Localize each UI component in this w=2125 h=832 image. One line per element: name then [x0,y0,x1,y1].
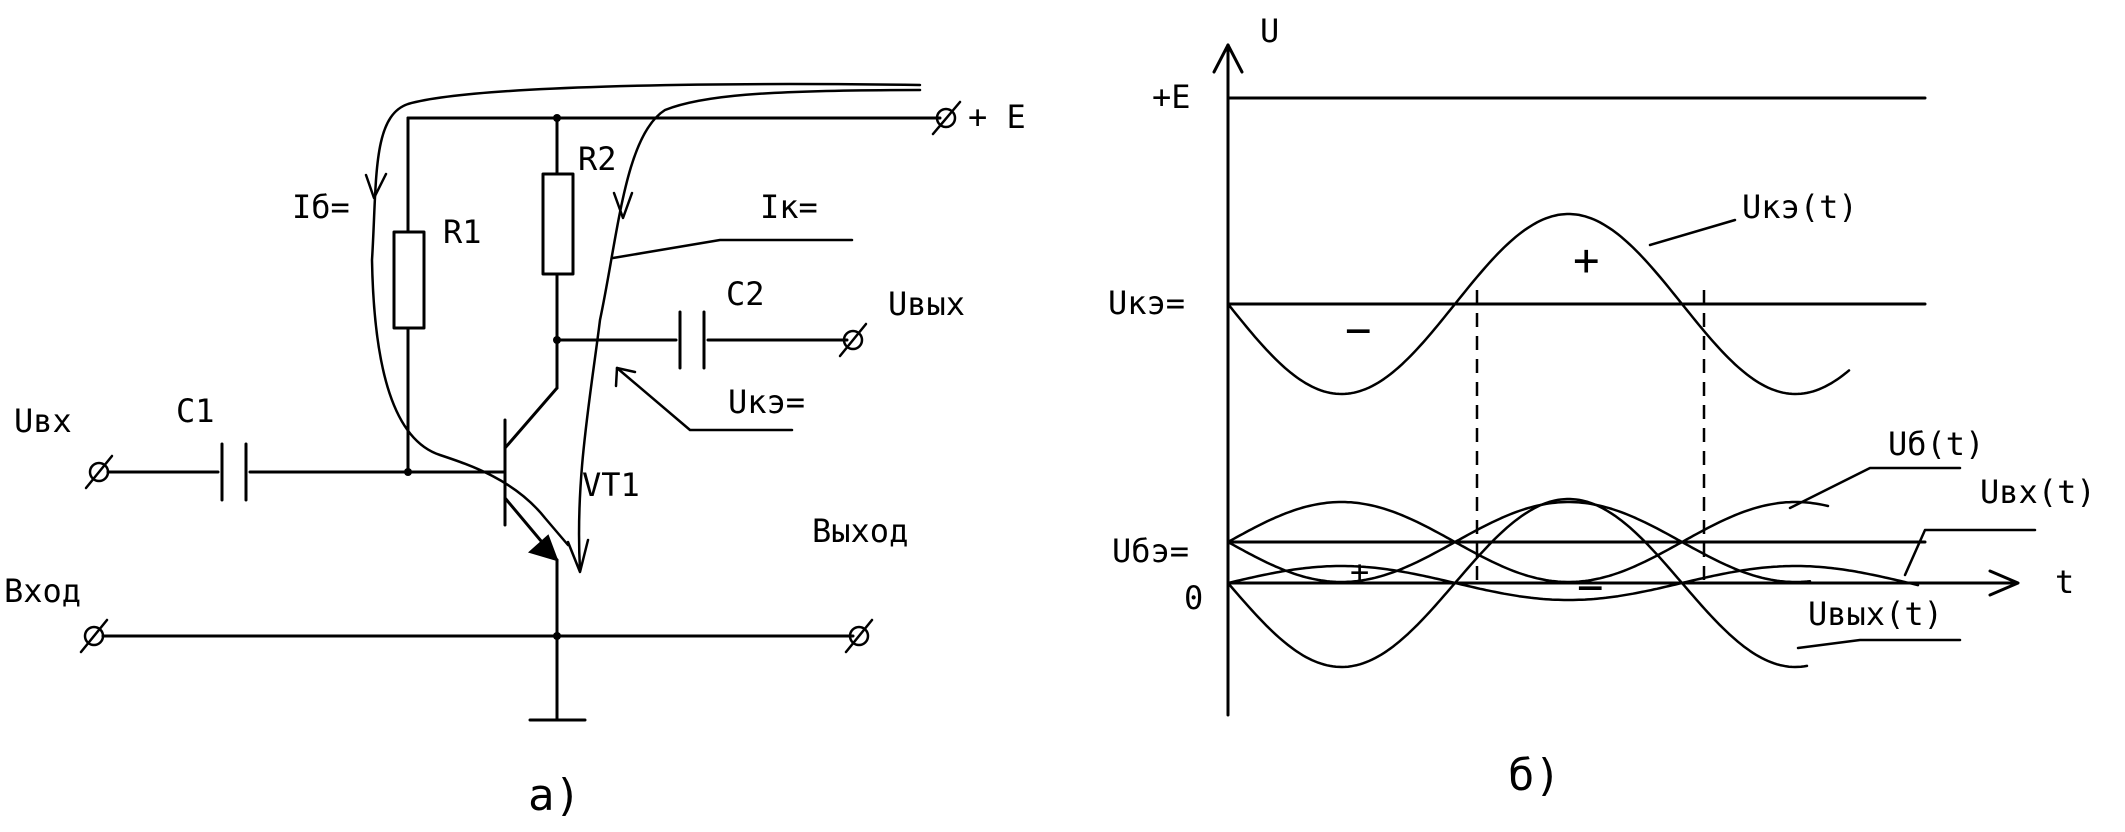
base-current-arrow [364,172,388,200]
uce-leader [615,366,794,432]
r1-resistor [392,230,426,330]
circuit-caption: а) [528,770,581,821]
base-current-label: Iб= [292,188,350,226]
sign-minus-uin: − [1577,562,1604,613]
collector-current-leader [611,238,854,260]
sign-minus-uce: − [1345,305,1372,356]
ub-curve-leader [1788,466,1962,510]
uce-curve-leader [1648,218,1737,247]
c2-label: C2 [726,275,765,313]
circuit-diagram: + E R1 R2 C2 Uвых Uвх C1 [4,82,1026,821]
curve-uce-label: Uкэ(t) [1742,188,1858,226]
sign-plus-uce: + [1573,235,1600,286]
collector-current-path [577,88,922,572]
waveform-graph: U t +E Uкэ= Uбэ= 0 − + + − Uкэ(t) Uб(t) … [1108,12,2096,801]
uin-curve-leader [1903,528,2037,577]
curve-uin [1226,564,1920,602]
supply-terminal [931,100,962,136]
common-terminal-right [844,618,874,654]
graph-caption: б) [1508,750,1561,801]
node-base [404,468,412,476]
r2-label: R2 [578,140,617,178]
supply-label: + E [968,98,1026,136]
base-current-path [370,82,922,547]
transistor-vt1 [503,386,559,562]
transistor-label: VT1 [582,466,640,504]
uce-label: Uкэ= [728,383,805,421]
input-voltage-label: Uвх [14,402,72,440]
collector-current-arrow [612,191,634,220]
curve-uout [1226,497,1809,669]
x-axis-arrow [1988,569,2020,597]
curve-ub-inverted [1226,500,1812,584]
input-label: Вход [4,572,81,610]
curve-uout-label: Uвых(t) [1808,595,1943,633]
curve-ub [1226,500,1830,584]
level-supply-label: +E [1152,78,1191,116]
y-axis-label: U [1260,12,1279,50]
level-zero-label: 0 [1184,579,1203,617]
curve-ub-label: Uб(t) [1888,425,1984,463]
r2-resistor [541,172,575,276]
x-axis-label: t [2055,563,2074,601]
output-label: Выход [812,512,908,550]
curve-uce [1226,212,1851,396]
uout-curve-leader [1796,638,1962,650]
sign-plus-uin: + [1350,553,1369,591]
collector-current-label: Iк= [760,188,818,226]
uce-leader-arrow [614,366,637,388]
y-axis-arrow [1212,43,1244,74]
output-voltage-label: Uвых [888,285,965,323]
r1-label: R1 [443,213,482,251]
level-ube-label: Uбэ= [1112,532,1189,570]
level-uce-label: Uкэ= [1108,284,1185,322]
emitter-current-arrow [566,538,590,574]
c1-label: C1 [176,392,215,430]
output-terminal [838,322,868,358]
curve-uin-label: Uвх(t) [1980,473,2096,511]
